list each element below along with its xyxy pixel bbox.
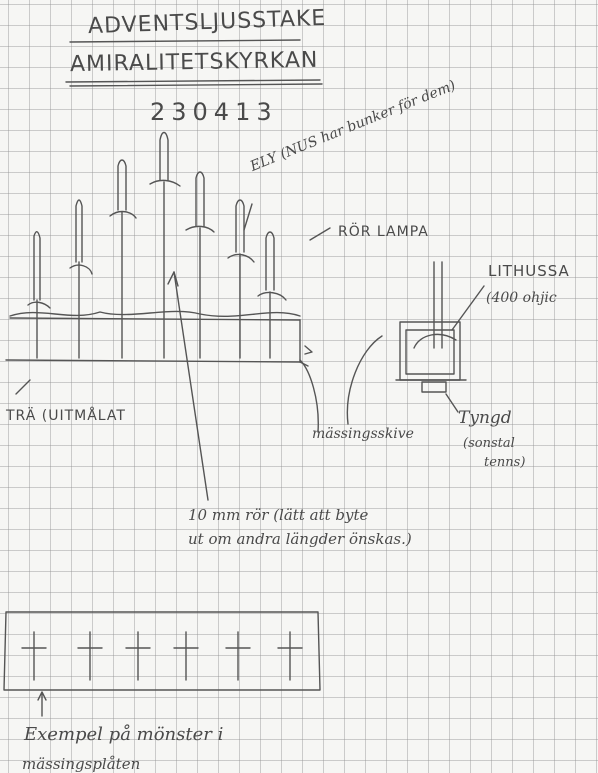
candle-stems — [27, 131, 287, 359]
label-ror-lampa: RÖR LAMPA — [338, 224, 429, 240]
underline-2b — [69, 83, 323, 87]
label-ror-note-1: 10 mm rör (lätt att byte — [188, 506, 369, 524]
label-lithuss-sub: (400 ohjic — [486, 290, 557, 306]
label-lithuss: LITHUSSA — [488, 262, 570, 280]
underline-2 — [65, 79, 321, 83]
label-tyngd-sub1: (sonstal — [463, 436, 515, 451]
label-tyngd-sub2: tenns) — [484, 455, 526, 470]
wood-base — [5, 310, 313, 367]
pattern-frame — [3, 611, 321, 691]
date: 230413 — [150, 98, 278, 126]
label-massing: mässingsskive — [312, 426, 414, 442]
underline-1 — [69, 39, 301, 43]
label-ror-note-2: ut om andra längder önskas.) — [188, 530, 412, 548]
detail-view — [395, 261, 467, 393]
label-example-1: Exempel på mönster i — [24, 724, 224, 745]
label-tra: TRÄ (UITMÅLAT — [6, 408, 126, 424]
cross-pattern — [21, 631, 303, 681]
label-tyngd: Tyngd — [458, 408, 512, 428]
leader-lines — [15, 203, 485, 717]
label-example-2: mässingsplåten — [22, 755, 141, 773]
